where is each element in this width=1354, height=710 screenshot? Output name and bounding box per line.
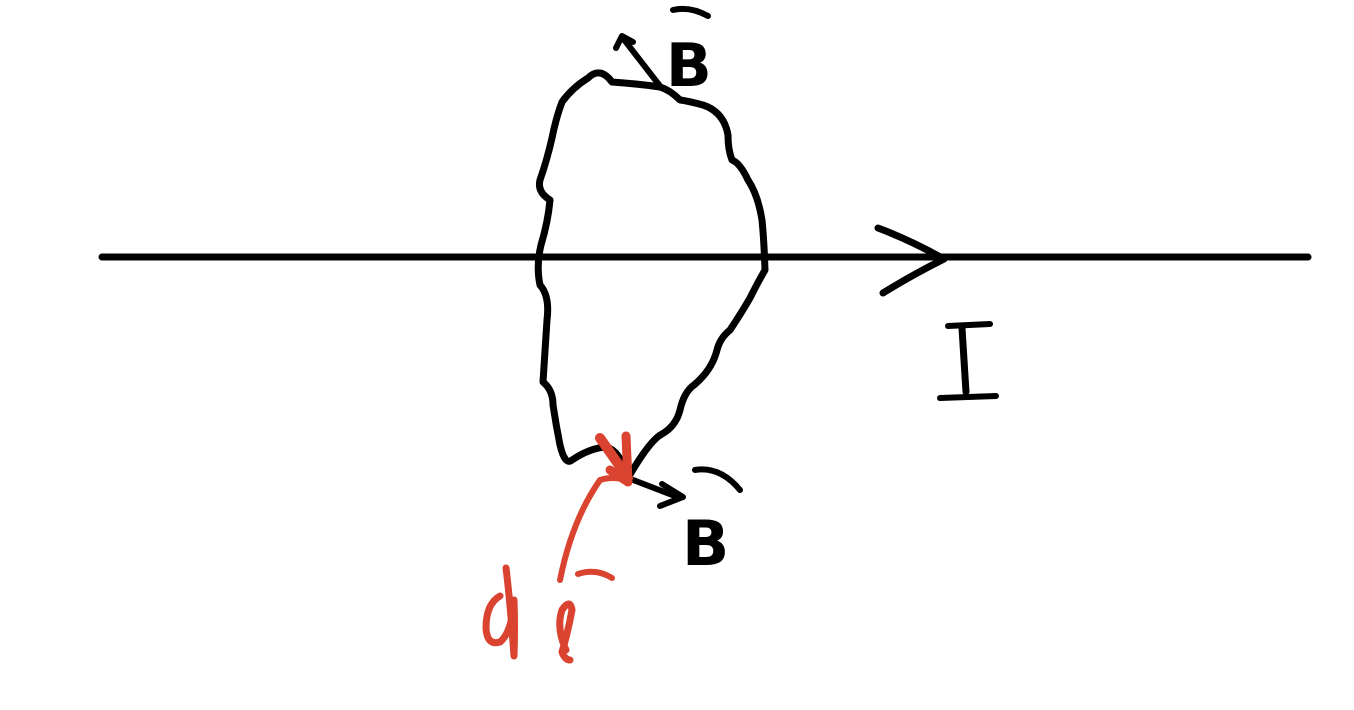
line-element-group: d l <box>482 431 633 664</box>
field-top-arrow <box>619 34 663 89</box>
field-top-overbar-icon <box>670 5 711 19</box>
wire-group <box>98 224 1312 297</box>
field-top-arrowhead-icon <box>613 33 636 51</box>
field-top-label: B <box>666 31 712 101</box>
field-bottom-group: B <box>625 466 743 580</box>
line-element-leader <box>557 475 629 583</box>
field-top-group: B <box>613 5 712 101</box>
amperian-loop <box>534 69 769 482</box>
amperian-loop-group <box>534 69 769 482</box>
field-bottom-arrowhead-icon <box>657 481 686 509</box>
field-bottom-overbar-icon <box>692 466 743 493</box>
current-label-bottombar-icon <box>937 393 999 401</box>
current-label-stem-icon <box>958 324 970 396</box>
current-label-topbar-icon <box>945 321 993 329</box>
field-bottom-arrow <box>625 475 683 501</box>
field-bottom-label: B <box>682 507 729 580</box>
line-element-l-icon <box>556 600 576 664</box>
current-label-group: I <box>937 321 999 401</box>
current-arrow-icon <box>874 224 948 297</box>
line-element-d-icon <box>482 564 518 660</box>
line-element-overbar-icon <box>575 568 615 581</box>
